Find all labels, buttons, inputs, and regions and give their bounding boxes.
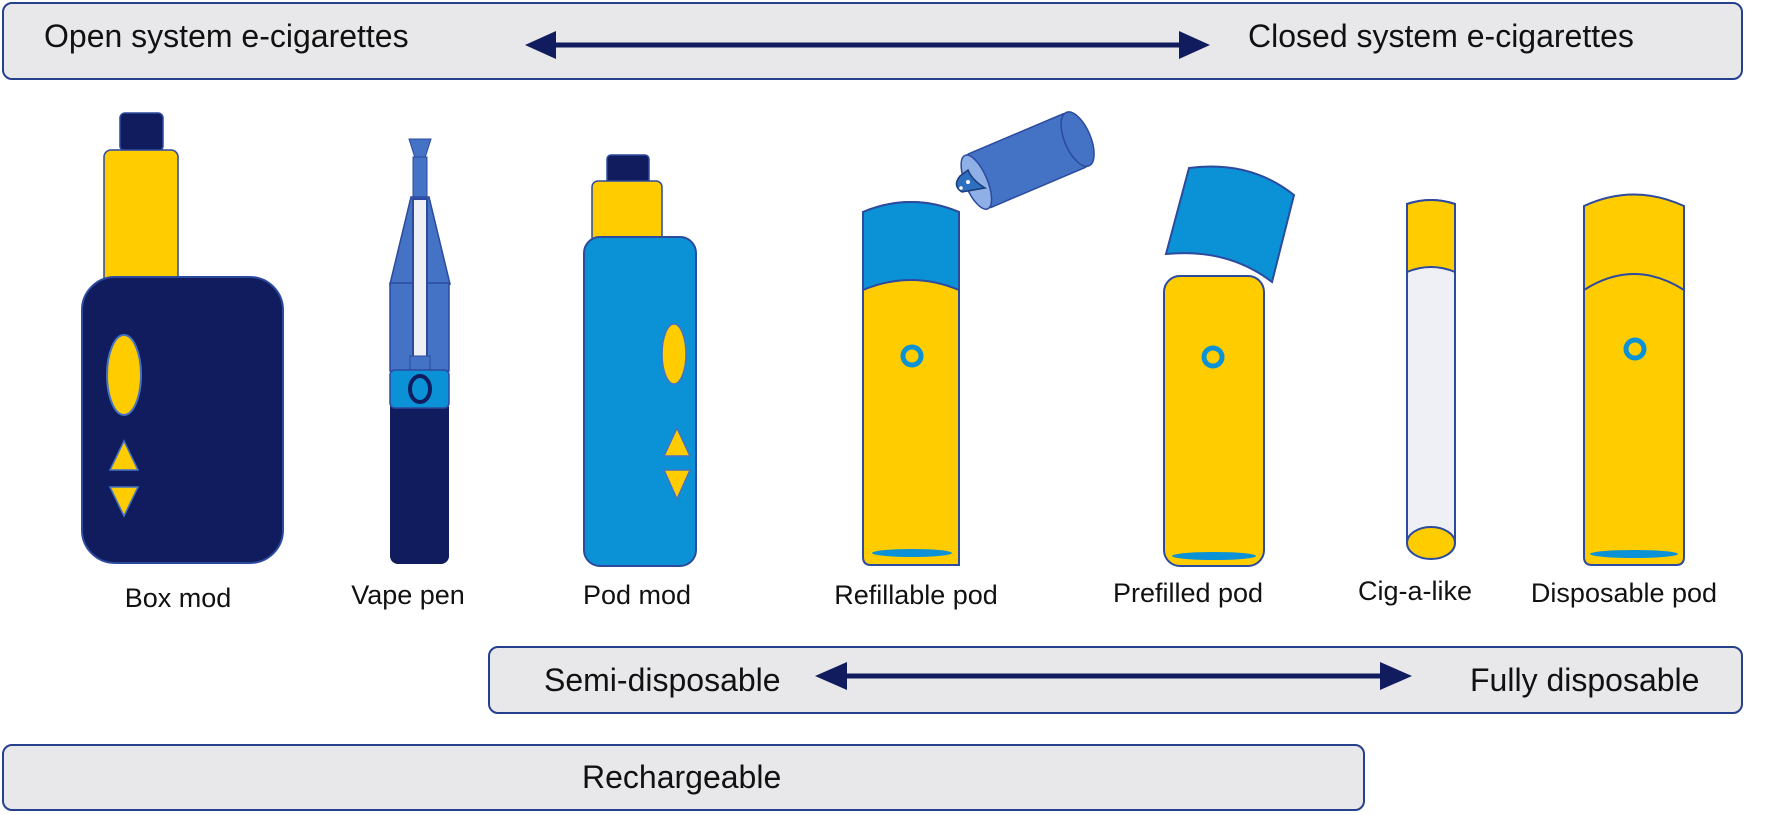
device-label-prefilled-pod: Prefilled pod <box>1112 578 1264 608</box>
fully-disposable-label: Fully disposable <box>1470 662 1700 698</box>
box-mod-icon <box>81 112 284 564</box>
open-system-label: Open system e-cigarettes <box>44 18 409 54</box>
device-label-vape-pen: Vape pen <box>351 580 465 610</box>
disposable-pod-icon <box>1583 193 1685 566</box>
device-label-refillable-pod: Refillable pod <box>834 580 998 610</box>
disposability-spectrum-band <box>488 646 1743 714</box>
refillable-pod-icon <box>862 111 1095 567</box>
device-label-disposable-pod: Disposable pod <box>1530 578 1718 608</box>
rechargeable-band <box>2 744 1365 811</box>
closed-system-label: Closed system e-cigarettes <box>1248 18 1634 54</box>
device-label-pod-mod: Pod mod <box>582 580 692 610</box>
vape-pen-icon <box>389 138 451 564</box>
semi-disposable-label: Semi-disposable <box>544 662 781 698</box>
prefilled-pod-icon <box>1163 165 1296 567</box>
cig-a-like-icon <box>1406 199 1456 560</box>
device-label-cig-a-like: Cig-a-like <box>1357 576 1473 606</box>
open-closed-spectrum-band <box>2 2 1743 80</box>
device-label-box-mod: Box mod <box>124 583 232 613</box>
rechargeable-label: Rechargeable <box>582 759 782 795</box>
pod-mod-icon <box>583 154 697 567</box>
